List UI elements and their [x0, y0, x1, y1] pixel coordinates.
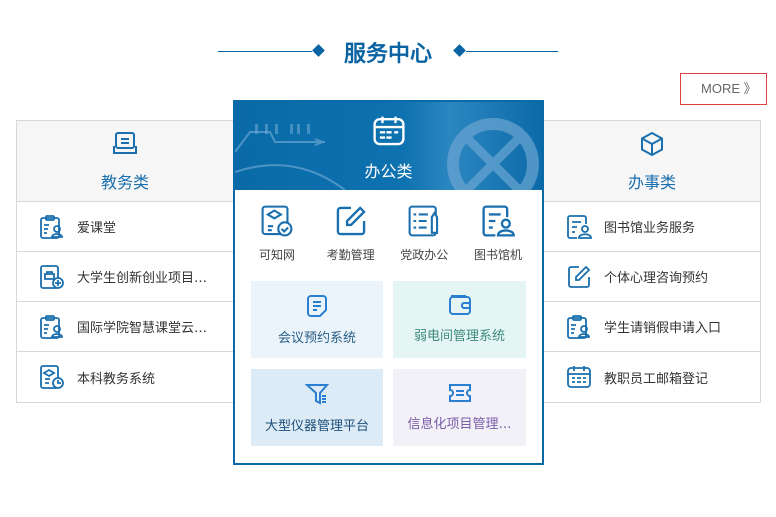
panel-title: 教务类 — [100, 173, 149, 192]
panel-header[interactable]: 教务类 — [17, 121, 233, 202]
tile-meeting[interactable]: 会议预约系统 — [251, 281, 383, 358]
list-item-label: 大学生创新创业项目… — [77, 271, 208, 286]
inbox-icon — [113, 132, 137, 154]
list-item[interactable]: 教职员工邮箱登记 — [544, 352, 760, 402]
diamond-icon — [453, 44, 466, 57]
tile-label: 会议预约系统 — [277, 331, 356, 346]
list-item-label: 本科教务系统 — [77, 371, 156, 387]
panel-academic: 教务类 爱课堂 大学生创新创业项目… 国际学院智慧课堂云… 本科教务系统 — [16, 120, 234, 403]
panel-office: 办公类 可知网 考勤管理 党政办公 图书馆机 会议预约系统 弱电间管理系统 大型… — [233, 100, 544, 465]
list-item[interactable]: 大学生创新创业项目… — [17, 252, 233, 302]
tile-label: 弱电间管理系统 — [413, 329, 505, 344]
document-icon — [307, 295, 327, 317]
clipboard-user-icon — [39, 214, 65, 240]
edit-icon — [566, 264, 592, 290]
tile-it-projects[interactable]: 信息化项目管理… — [393, 369, 526, 446]
tile-instruments[interactable]: 大型仪器管理平台 — [251, 369, 383, 446]
document-user-icon — [566, 214, 592, 240]
list-item-label: 学生请销假申请入口 — [604, 321, 722, 336]
calendar-icon — [372, 116, 405, 146]
list-item[interactable]: 爱课堂 — [17, 202, 233, 252]
list-item-label: 教职员工邮箱登记 — [604, 371, 709, 387]
panel-affairs: 办事类 图书馆业务服务 个体心理咨询预约 学生请销假申请入口 教职员工邮箱登记 — [543, 120, 761, 403]
title-line-right — [466, 51, 558, 52]
tile-label: 大型仪器管理平台 — [264, 419, 369, 434]
ticket-icon — [448, 384, 471, 402]
panel-title: 办公类 — [364, 162, 413, 181]
graduation-check-icon — [261, 205, 293, 237]
list-item[interactable]: 国际学院智慧课堂云… — [17, 302, 233, 352]
app-label: 党政办公 — [400, 248, 449, 262]
clipboard-user-icon — [566, 314, 592, 340]
wallet-icon — [448, 295, 471, 315]
tile-weak-current[interactable]: 弱电间管理系统 — [393, 281, 526, 358]
diamond-icon — [312, 44, 325, 57]
app-link[interactable]: 考勤管理 — [315, 204, 387, 263]
list-item[interactable]: 图书馆业务服务 — [544, 202, 760, 252]
more-button[interactable]: MORE 》 — [680, 73, 767, 105]
app-label: 考勤管理 — [326, 248, 375, 262]
tile-label: 信息化项目管理… — [407, 417, 512, 432]
list-item-label: 图书馆业务服务 — [604, 221, 696, 236]
app-link[interactable]: 可知网 — [241, 204, 313, 263]
cube-icon — [641, 132, 663, 156]
panel-header[interactable]: 办事类 — [544, 121, 760, 202]
clipboard-user-icon — [39, 314, 65, 340]
page-title: 服务中心 — [343, 42, 432, 67]
gear-background-icon — [235, 118, 539, 190]
panel-header[interactable]: 办公类 — [235, 102, 542, 190]
section-title: 服务中心 — [0, 34, 776, 70]
document-pen-icon — [408, 205, 439, 237]
app-label: 图书馆机 — [473, 248, 522, 262]
document-user-icon — [481, 204, 515, 238]
edit-icon — [334, 204, 368, 238]
list-item[interactable]: 个体心理咨询预约 — [544, 252, 760, 302]
list-item[interactable]: 学生请销假申请入口 — [544, 302, 760, 352]
document-plus-icon — [39, 264, 65, 290]
title-line-left — [218, 51, 312, 52]
list-item-label: 个体心理咨询预约 — [604, 271, 709, 286]
list-item[interactable]: 本科教务系统 — [17, 352, 233, 402]
calendar-icon — [566, 364, 592, 390]
app-label: 可知网 — [258, 248, 295, 262]
list-item-label: 爱课堂 — [77, 221, 117, 236]
app-link[interactable]: 图书馆机 — [462, 204, 534, 263]
list-item-label: 国际学院智慧课堂云… — [77, 321, 208, 336]
app-link[interactable]: 党政办公 — [388, 204, 460, 263]
document-clock-icon — [39, 364, 65, 390]
panel-title: 办事类 — [627, 173, 676, 192]
filter-icon — [305, 384, 329, 405]
